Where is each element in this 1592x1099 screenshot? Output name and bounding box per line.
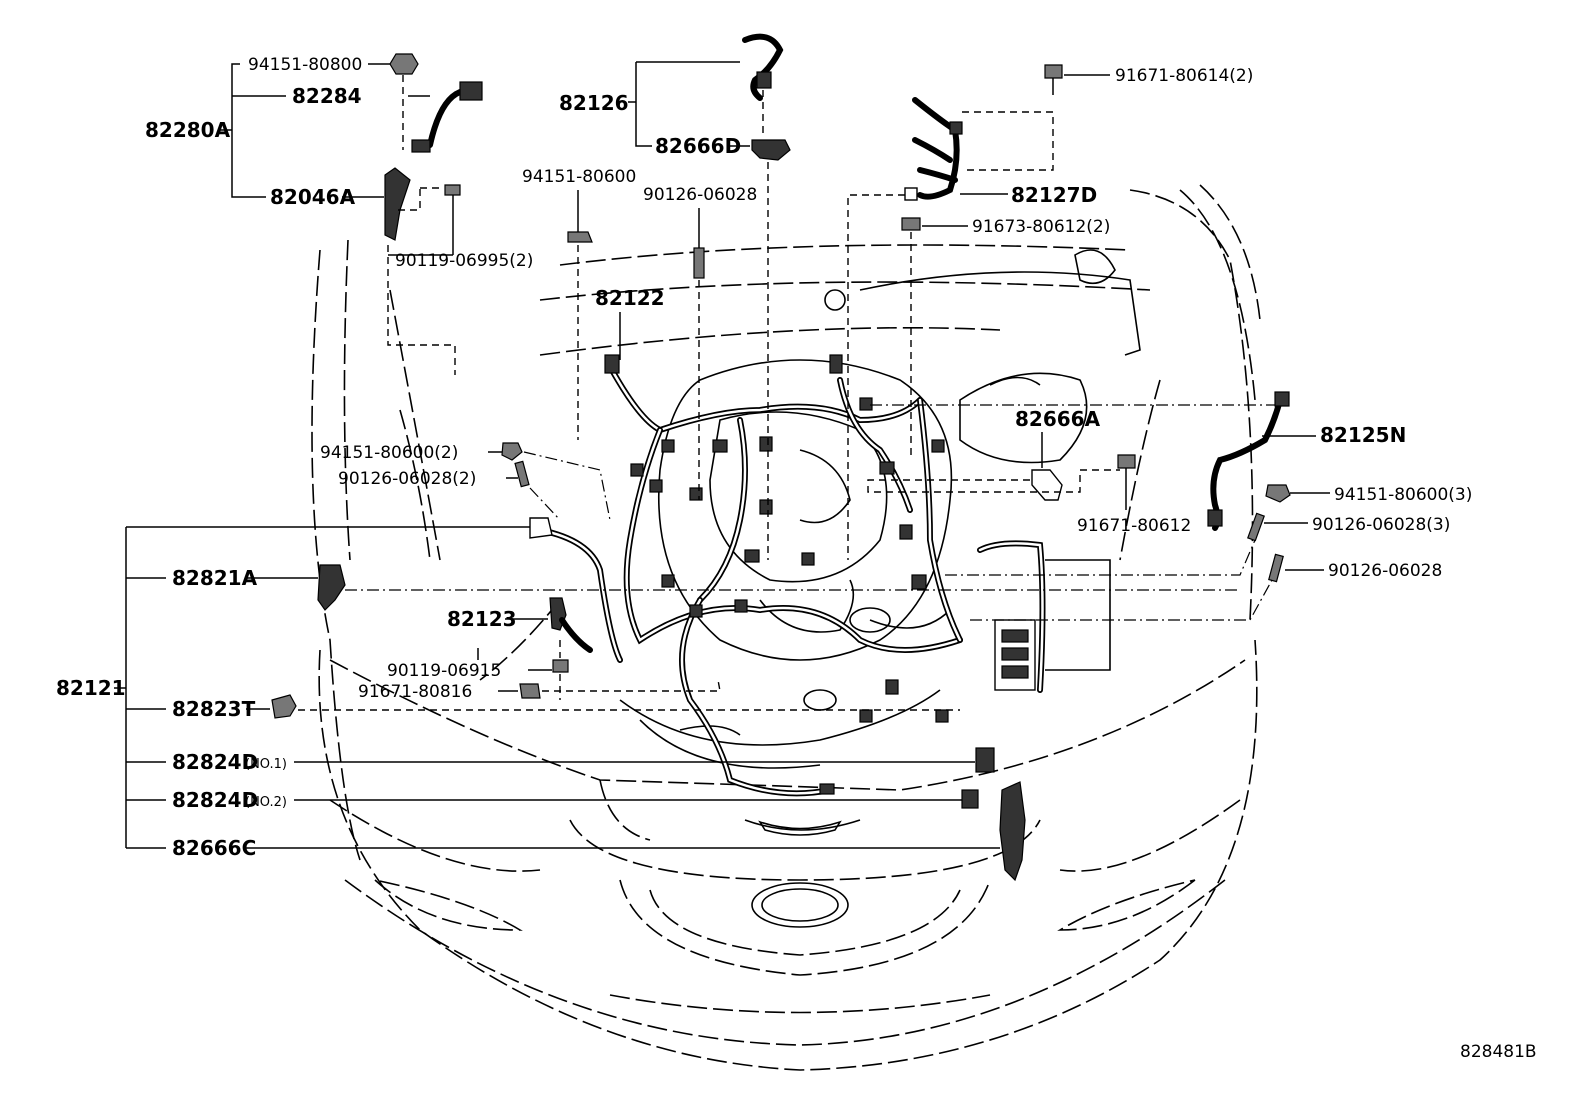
connector-82127D-icon — [949, 121, 963, 135]
bolt-91671-80816-icon — [519, 683, 541, 699]
label-82126: 82126 — [559, 91, 629, 115]
label-82122: 82122 — [595, 286, 665, 310]
label-82121: 82121 — [56, 676, 126, 700]
label-82127D: 82127D — [1011, 183, 1097, 207]
label-82666C: 82666C — [172, 836, 256, 860]
bracket-82046A-icon — [384, 167, 411, 241]
label-90126-06028-3: 90126-06028(3) — [1312, 515, 1450, 535]
engine-bay-sketch — [619, 359, 953, 769]
label-91671-80614: 91671-80614(2) — [1115, 66, 1253, 86]
callout-82125N-group: 82125N — [870, 391, 1406, 531]
bolt-90119-06915-icon — [552, 659, 569, 673]
sensor-82823T-icon — [271, 694, 297, 719]
bolt-91671-80612-icon — [1117, 454, 1136, 469]
callout-82666A-group: 82666A 91671-80612 — [867, 407, 1191, 536]
callout-center-fasteners: 94151-80600 90126-06028 82122 — [522, 167, 757, 500]
nut-94151-80600-icon — [567, 231, 593, 243]
stud-90126-06028-3-icon — [1247, 512, 1265, 542]
vehicle-body-outline — [311, 184, 1261, 1071]
bolt-90119-06995-icon — [444, 184, 461, 196]
figure-code: 828481B — [1460, 1042, 1537, 1062]
nut-94151-80600-2-icon — [501, 442, 523, 461]
main-wire-harness — [537, 354, 1046, 797]
stud-90126-06028-right-icon — [1268, 553, 1284, 583]
label-82280A: 82280A — [145, 118, 231, 142]
label-82821A: 82821A — [172, 566, 258, 590]
label-91671-80816: 91671-80816 — [358, 682, 472, 702]
callout-82123-group: 82123 90119-06915 91671-80816 — [358, 597, 721, 702]
label-82284: 82284 — [292, 84, 362, 108]
label-91673-80612: 91673-80612(2) — [972, 217, 1110, 237]
connector-82284-icon — [459, 81, 483, 101]
label-91671-80612: 91671-80612 — [1077, 516, 1191, 536]
label-90126-06028-2: 90126-06028(2) — [338, 469, 476, 489]
label-90119-06995: 90119-06995(2) — [395, 251, 533, 271]
label-82666D: 82666D — [655, 134, 741, 158]
nut-94151-80600-3-icon — [1265, 484, 1291, 503]
label-82824D-2-sub: (NO.2) — [245, 795, 287, 810]
clamp-82824D-2-icon — [961, 789, 979, 809]
label-90126-06028-right: 90126-06028 — [1328, 561, 1442, 581]
connector-82121-icon — [529, 517, 553, 539]
label-90119-06915: 90119-06915 — [387, 661, 501, 681]
label-82666A: 82666A — [1015, 407, 1101, 431]
callout-left-fasteners: 94151-80600(2) 90126-06028(2) — [320, 442, 611, 521]
label-94151-80600-3: 94151-80600(3) — [1334, 485, 1472, 505]
clip-82666A-icon — [1031, 469, 1063, 501]
stud-90126-06028-2-icon — [514, 460, 530, 488]
callout-82121-group: 82121 82821A 82823T 82824D (NO.1) 82824D… — [56, 517, 1240, 882]
sensor-82821A-icon — [317, 564, 346, 611]
callout-right-fasteners: 94151-80600(3) 90126-06028(3) 90126-0602… — [945, 484, 1472, 671]
label-94151-80600-top: 94151-80600 — [522, 167, 636, 187]
callout-82127D-group: 91671-80614(2) 82127D 91673-80612(2) — [847, 64, 1253, 560]
label-82824D-1: 82824D — [172, 750, 258, 774]
callout-82280A-group: 94151-80800 82284 82280A 82046A 90119-06… — [145, 53, 533, 375]
clip-82666D-icon — [751, 139, 791, 161]
label-82125N: 82125N — [1320, 423, 1406, 447]
label-94151-80600-2: 94151-80600(2) — [320, 443, 458, 463]
label-94151-80800: 94151-80800 — [248, 55, 362, 75]
connector-82125N-icon — [1274, 391, 1290, 407]
label-82123: 82123 — [447, 607, 517, 631]
label-82046A: 82046A — [270, 185, 356, 209]
nut-icon — [389, 53, 419, 75]
bolt-91673-80612-icon — [901, 217, 921, 231]
label-82824D-1-sub: (NO.1) — [245, 757, 287, 772]
stud-90126-06028-icon — [693, 247, 705, 279]
bolt-91671-80614-icon — [1044, 64, 1063, 79]
label-90126-06028-top: 90126-06028 — [643, 185, 757, 205]
label-82823T: 82823T — [172, 697, 256, 721]
bracket-82666C-icon — [999, 781, 1026, 882]
label-82824D-2: 82824D — [172, 788, 258, 812]
callout-82126-group: 82126 82666D — [559, 33, 791, 560]
connector-82126-icon — [756, 71, 772, 89]
clamp-82824D-1-icon — [975, 747, 995, 773]
